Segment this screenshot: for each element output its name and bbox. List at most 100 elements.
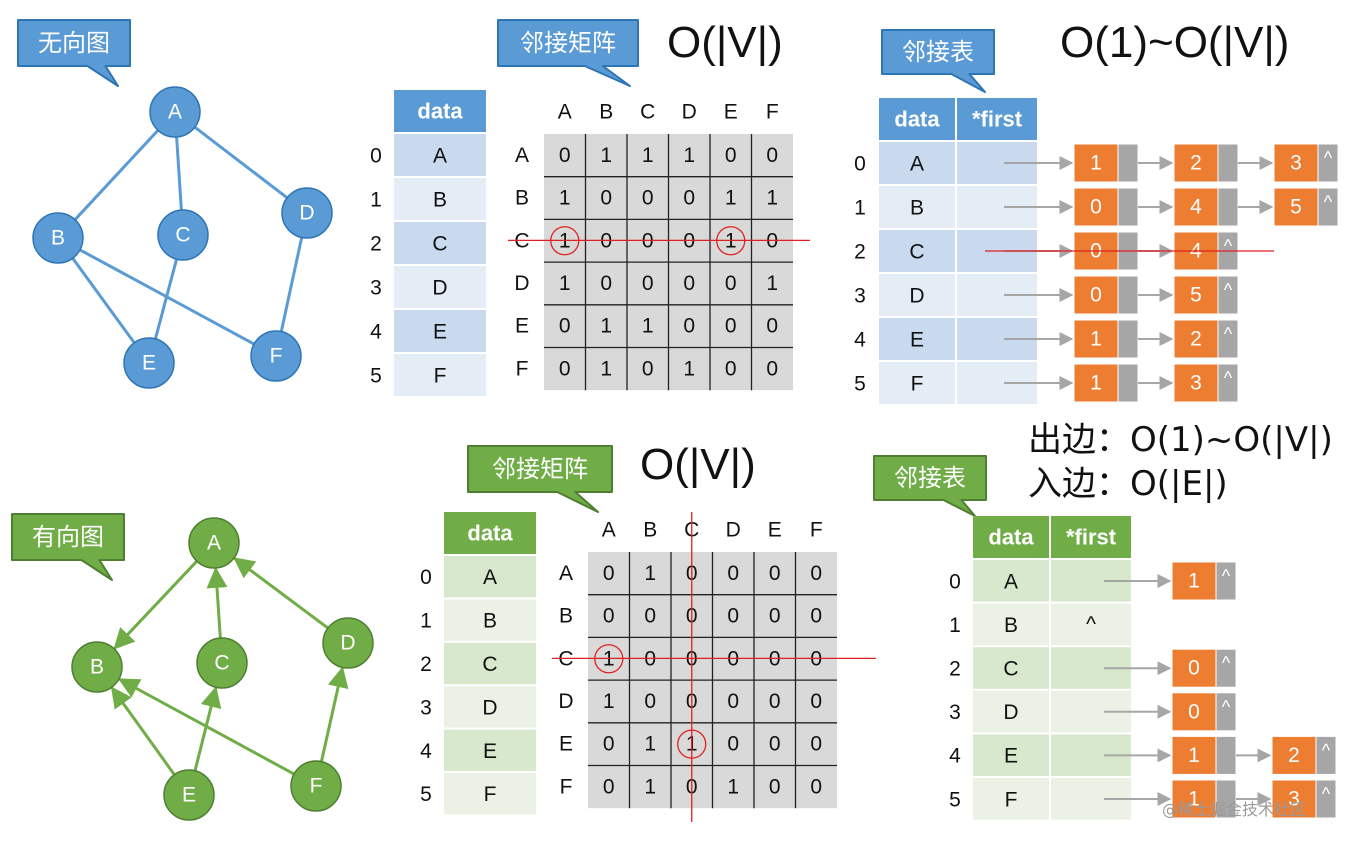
lower-matrix-cell-4-4: 0 (769, 733, 781, 756)
upper-list-table-data-cell-1 (879, 186, 955, 228)
directed-node-F (290, 760, 342, 812)
lower-list-node-2-0-pointer-box (1215, 648, 1237, 688)
lower-matrix-col-label-1: B (643, 519, 657, 542)
lower-list-node-5-1-null: ^ (1322, 784, 1331, 804)
upper-vertex-table-index-3: 3 (370, 277, 382, 300)
upper-matrix-row-label-5: F (516, 357, 529, 380)
lower-list-node-4-1-value-box (1271, 735, 1317, 775)
undirected-node-A (149, 86, 201, 138)
lower-matrix-row-label-1: B (559, 605, 573, 628)
upper-matrix-callout: 邻接矩阵 (497, 19, 639, 87)
upper-matrix-row-label-0: A (515, 144, 529, 167)
lower-vertex-table-data-header-cell (444, 512, 536, 554)
lower-matrix-cell-3-0: 1 (603, 690, 615, 713)
lower-matrix-cell-5-1: 1 (644, 775, 656, 798)
upper-list-node-0-2-pointer-box (1317, 143, 1339, 183)
lower-matrix-cell-0-4: 0 (769, 562, 781, 585)
lower-matrix-cell-3-5: 0 (810, 690, 822, 713)
upper-vertex-table-data-cell-1 (394, 178, 486, 220)
undirected-callout-label: 无向图 (38, 29, 110, 57)
lower-list-node-5-1-value-box (1271, 779, 1317, 819)
lower-list-table-first-cell-1 (1051, 603, 1131, 646)
lower-matrix-cell-0-3: 0 (727, 562, 739, 585)
lower-list-table-data-cell-2 (973, 647, 1049, 689)
lower-list-node-5-1-pointer-box (1315, 779, 1337, 819)
upper-matrix-cell-3-3: 0 (683, 272, 695, 295)
lower-list-table-data-value-0: A (1004, 570, 1018, 593)
out-edge-complexity: 出边：O(1)~O(|V|) (1028, 420, 1333, 460)
upper-list-node-4-0-pointer-box (1117, 319, 1139, 359)
upper-list-node-3-1-pointer-box (1217, 275, 1239, 315)
lower-list-node-4-0-pointer-box (1215, 735, 1237, 775)
lower-matrix-cell-1-3: 0 (727, 605, 739, 628)
upper-list-table-first-header-cell (957, 98, 1037, 140)
lower-list-callout-label: 邻接表 (894, 464, 966, 492)
undirected-edge-C-E (153, 258, 179, 340)
lower-vertex-table-data-value-2: C (482, 653, 497, 676)
upper-vertex-table-data-cell-3 (394, 266, 486, 308)
lower-matrix-complexity: O(|V|) (640, 440, 756, 489)
upper-vertex-table-data-header: data (417, 99, 463, 124)
lower-matrix-cell-4-5: 0 (810, 733, 822, 756)
lower-list-table-data-cell-4 (973, 734, 1049, 776)
upper-matrix-cell-1-1: 0 (600, 187, 612, 210)
lower-matrix-cell-5-5: 0 (810, 775, 822, 798)
upper-matrix-col-label-0: A (558, 101, 572, 124)
lower-matrix-row-label-0: A (559, 562, 573, 585)
lower-vertex-table-data-value-3: D (482, 696, 497, 719)
upper-matrix-cell-3-5: 1 (766, 272, 778, 295)
upper-matrix-row-label-1: B (515, 187, 529, 210)
undirected-node-label-E: E (142, 352, 156, 375)
upper-list-callout: 邻接表 (881, 29, 995, 93)
lower-list-table-index-5: 5 (949, 788, 961, 811)
upper-matrix-cell-1-0: 1 (559, 187, 571, 210)
lower-vertex-table-index-1: 1 (420, 610, 432, 633)
upper-matrix-cell-4-3: 0 (683, 315, 695, 338)
upper-matrix-col-label-3: D (682, 101, 697, 124)
upper-list-table-data-cell-2 (879, 230, 955, 272)
upper-list-complexity: O(1)~O(|V|) (1060, 18, 1290, 67)
upper-list-node-3-0-value: 0 (1090, 284, 1102, 307)
upper-list-table-data-header-cell (879, 98, 955, 140)
upper-matrix-cell-5-4: 0 (725, 357, 737, 380)
upper-list-callout-shape (881, 29, 995, 93)
upper-matrix-cell-3-4: 0 (725, 272, 737, 295)
undirected-node-B (32, 212, 84, 264)
upper-matrix-cell-0-4: 0 (725, 144, 737, 167)
lower-matrix-callout-label: 邻接矩阵 (492, 455, 588, 483)
upper-list-node-0-0-pointer-box (1117, 143, 1139, 183)
upper-list-node-5-0-value-box (1073, 363, 1119, 403)
lower-matrix-cell-3-3: 0 (727, 690, 739, 713)
upper-matrix-cell-1-3: 0 (683, 187, 695, 210)
upper-list-table-index-2: 2 (854, 241, 866, 264)
lower-list-node-0-0-pointer-box (1215, 561, 1237, 601)
upper-vertex-table-index-4: 4 (370, 321, 382, 344)
upper-matrix-cell-0-5: 0 (766, 144, 778, 167)
upper-matrix-col-label-5: F (766, 101, 779, 124)
directed-node-label-C: C (214, 652, 229, 675)
lower-list-table-index-3: 3 (949, 701, 961, 724)
upper-list-node-1-1-value: 4 (1190, 196, 1202, 219)
upper-list-node-1-0-value-box (1073, 187, 1119, 227)
upper-vertex-table-data-value-0: A (433, 145, 447, 168)
lower-matrix-cell-1-0: 0 (603, 605, 615, 628)
lower-vertex-table-data-cell-1 (444, 599, 536, 641)
upper-list-callout-label: 邻接表 (902, 38, 974, 66)
upper-matrix-cell-1-4: 1 (725, 187, 737, 210)
upper-matrix-col-label-4: E (724, 101, 738, 124)
upper-matrix-cell-5-5: 0 (766, 357, 778, 380)
upper-vertex-table-data-cell-4 (394, 310, 486, 352)
undirected-node-C (157, 209, 209, 261)
upper-list-node-0-0-value-box (1073, 143, 1119, 183)
lower-vertex-table-data-value-4: E (483, 740, 497, 763)
directed-edge-E-B (110, 686, 176, 776)
lower-vertex-table-index-0: 0 (420, 566, 432, 589)
upper-matrix-cell-4-4: 0 (725, 315, 737, 338)
lower-matrix-col-label-4: E (768, 519, 782, 542)
upper-list-table-data-cell-5 (879, 362, 955, 404)
lower-matrix-cell-4-0: 0 (603, 733, 615, 756)
upper-list-node-0-1-value: 2 (1190, 152, 1202, 175)
undirected-node-label-C: C (175, 224, 190, 247)
upper-list-node-3-0-value-box (1073, 275, 1119, 315)
undirected-callout-shape (17, 19, 131, 87)
